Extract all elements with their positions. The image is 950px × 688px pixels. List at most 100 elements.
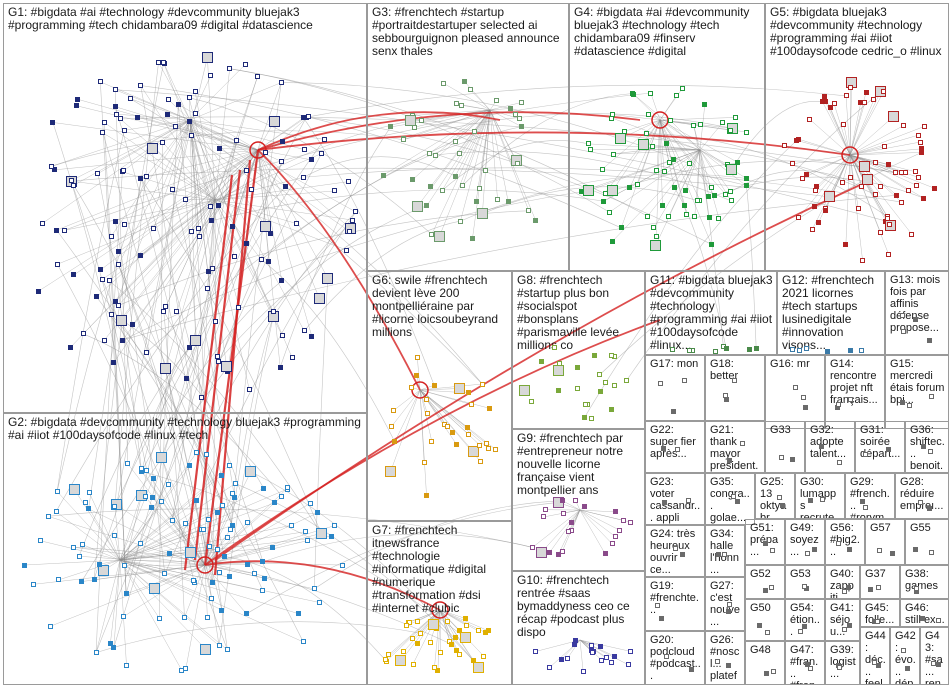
- edge: [103, 122, 216, 201]
- edge: [842, 154, 851, 183]
- edge: [140, 85, 216, 201]
- group-g26: G26: #noscl... platefo...: [705, 631, 745, 685]
- graph-node: [71, 272, 77, 278]
- graph-node: [836, 665, 842, 671]
- graph-node: [702, 101, 708, 107]
- graph-node: [244, 240, 250, 246]
- graph-node: [427, 618, 439, 630]
- graph-node: [301, 328, 307, 334]
- graph-node: [244, 611, 250, 617]
- graph-node: [472, 661, 484, 673]
- edge: [119, 559, 304, 643]
- edge: [189, 119, 250, 390]
- edge: [455, 109, 491, 142]
- edge: [146, 119, 191, 177]
- edge: [141, 280, 283, 472]
- graph-node: [107, 640, 113, 646]
- group-g40: G40: zappiti neo...: [825, 565, 860, 599]
- edge: [489, 109, 520, 119]
- graph-node: [201, 51, 213, 63]
- graph-node: [198, 394, 204, 400]
- edge: [141, 471, 466, 638]
- group-g52: G52: [745, 565, 785, 599]
- graph-node: [388, 124, 394, 130]
- graph-node: [804, 551, 810, 557]
- graph-node: [473, 199, 479, 205]
- edge: [390, 389, 421, 472]
- edge: [579, 509, 624, 521]
- graph-node: [232, 495, 238, 501]
- graph-node: [715, 659, 721, 665]
- graph-node: [762, 541, 768, 547]
- group-label: G33: [770, 424, 791, 436]
- edge: [117, 210, 529, 306]
- edge: [24, 559, 121, 566]
- graph-node: [382, 656, 388, 662]
- edge: [88, 492, 121, 561]
- edge: [849, 154, 889, 219]
- graph-node: [200, 643, 212, 655]
- edge-strong: [193, 169, 242, 561]
- graph-node: [50, 119, 56, 125]
- graph-node: [268, 115, 280, 127]
- graph-node: [779, 454, 785, 460]
- edge: [849, 87, 852, 156]
- graph-node: [187, 463, 193, 469]
- edge: [188, 97, 432, 235]
- edge: [814, 154, 851, 207]
- edge: [52, 122, 259, 151]
- graph-node: [212, 319, 218, 325]
- graph-node: [671, 409, 677, 415]
- graph-node: [560, 498, 566, 504]
- edge: [699, 104, 706, 151]
- edge: [189, 119, 247, 171]
- graph-node: [191, 577, 197, 583]
- edge: [79, 556, 206, 566]
- graph-node: [611, 383, 617, 389]
- graph-node: [627, 519, 633, 525]
- edge: [562, 500, 581, 511]
- group-label: G24: très heureux ouvrir ce...: [650, 528, 699, 576]
- graph-node: [804, 661, 810, 667]
- graph-node: [674, 446, 680, 452]
- graph-node: [872, 660, 878, 666]
- edge: [163, 63, 191, 121]
- edge: [849, 154, 859, 209]
- graph-node: [673, 545, 679, 551]
- graph-node: [115, 262, 121, 268]
- graph-node: [706, 214, 712, 220]
- edge: [121, 149, 259, 321]
- graph-node: [215, 546, 221, 552]
- group-label: G47: #fran... #fren...: [790, 644, 819, 684]
- graph-node: [39, 220, 45, 226]
- graph-node: [302, 529, 308, 535]
- hub-node: [841, 146, 859, 164]
- edge: [71, 167, 830, 198]
- graph-node: [112, 104, 118, 110]
- edge: [70, 180, 148, 471]
- graph-node: [149, 505, 155, 511]
- graph-node: [97, 561, 103, 567]
- graph-node: [860, 258, 866, 264]
- graph-node: [221, 361, 233, 373]
- group-g51: G51: prépa...: [745, 519, 785, 565]
- graph-node: [294, 221, 300, 227]
- graph-node: [232, 253, 238, 259]
- edge: [849, 152, 922, 156]
- graph-node: [147, 142, 159, 154]
- edge: [601, 119, 661, 170]
- group-g25: G25: 13 oktyabr čaršanb...: [755, 473, 795, 519]
- graph-node: [671, 184, 677, 190]
- group-g20: G20: podcloud #podcast...: [645, 631, 705, 685]
- graph-node: [921, 195, 927, 201]
- graph-node: [915, 174, 921, 180]
- edge: [604, 119, 661, 194]
- graph-node: [476, 208, 488, 220]
- graph-node: [486, 628, 492, 634]
- edge: [119, 118, 216, 201]
- graph-node: [456, 651, 462, 657]
- edge: [207, 57, 216, 201]
- edge: [659, 119, 732, 170]
- edge: [409, 609, 441, 623]
- edge: [579, 639, 584, 672]
